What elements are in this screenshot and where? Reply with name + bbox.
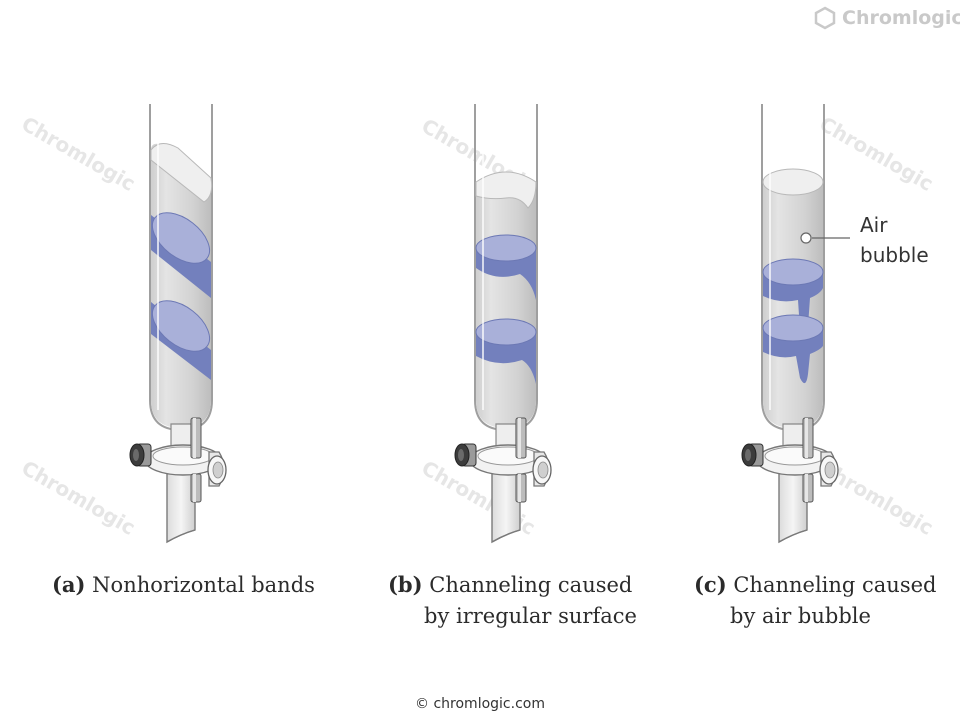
hexagon-logo-icon (814, 6, 836, 30)
caption-line1: Nonhorizontal bands (92, 573, 315, 597)
solvent-fill (476, 176, 536, 428)
caption-tag: (b) (388, 572, 423, 597)
air-bubble (800, 232, 812, 244)
column-b (454, 104, 552, 543)
watermark-text: Chromlogic (18, 456, 140, 540)
caption-line2: by irregular surface (424, 604, 637, 628)
stopcock-valve (129, 417, 227, 543)
caption-a: (a) Nonhorizontal bands (52, 569, 315, 601)
caption-line1: Channeling caused (429, 573, 633, 597)
caption-b: (b) Channeling caused by irregular surfa… (388, 569, 637, 632)
caption-line1: Channeling caused (733, 573, 937, 597)
air-bubble-label-line1: Air (860, 213, 888, 237)
watermark-text: Chromlogic (816, 112, 938, 196)
column-a (129, 104, 227, 543)
brand-name: Chromlogic (842, 7, 960, 29)
column-c (741, 104, 850, 543)
band-channeling (762, 314, 824, 384)
air-bubble-label-line2: bubble (860, 243, 929, 267)
band-channeling (475, 318, 537, 384)
copyright-footer: © chromlogic.com (415, 696, 545, 712)
band-tilted (151, 300, 211, 380)
caption-tag: (c) (694, 572, 727, 597)
watermark-text: Chromlogic (18, 112, 140, 196)
solvent-fill (763, 182, 823, 428)
band-tilted (151, 212, 211, 298)
band-channeling (475, 234, 537, 300)
brand-logo: Chromlogic (814, 6, 960, 30)
caption-c: (c) Channeling caused by air bubble (694, 569, 936, 632)
stopcock-valve (741, 417, 839, 543)
caption-line2: by air bubble (730, 604, 871, 628)
caption-tag: (a) (52, 572, 86, 597)
